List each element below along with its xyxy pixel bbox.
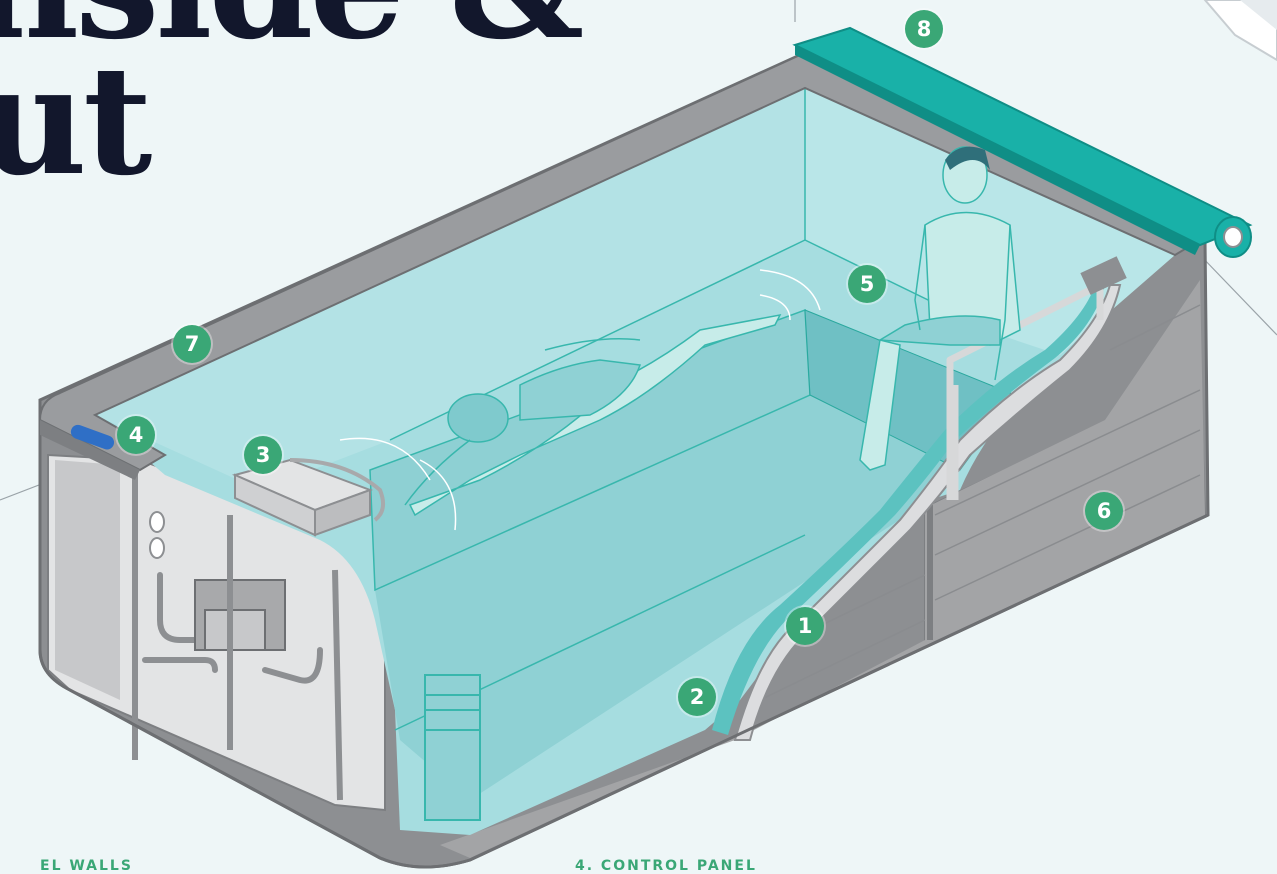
pump-unit-front [205, 610, 265, 650]
equipment-bay-shadow [55, 460, 120, 700]
page-title-line-2: ut [0, 46, 148, 196]
footer-label-right: 4. CONTROL PANEL [575, 858, 757, 874]
marker-5: 5 [848, 265, 886, 303]
marker-2: 2 [678, 678, 716, 716]
filter-column [425, 675, 480, 820]
window-corner [1205, 0, 1277, 60]
marker-6: 6 [1085, 492, 1123, 530]
marker-8: 8 [905, 10, 943, 48]
marker-3: 3 [244, 436, 282, 474]
marker-7: 7 [173, 325, 211, 363]
footer-label-left: EL WALLS [40, 858, 133, 874]
marker-1: 1 [786, 607, 824, 645]
marker-4: 4 [117, 416, 155, 454]
